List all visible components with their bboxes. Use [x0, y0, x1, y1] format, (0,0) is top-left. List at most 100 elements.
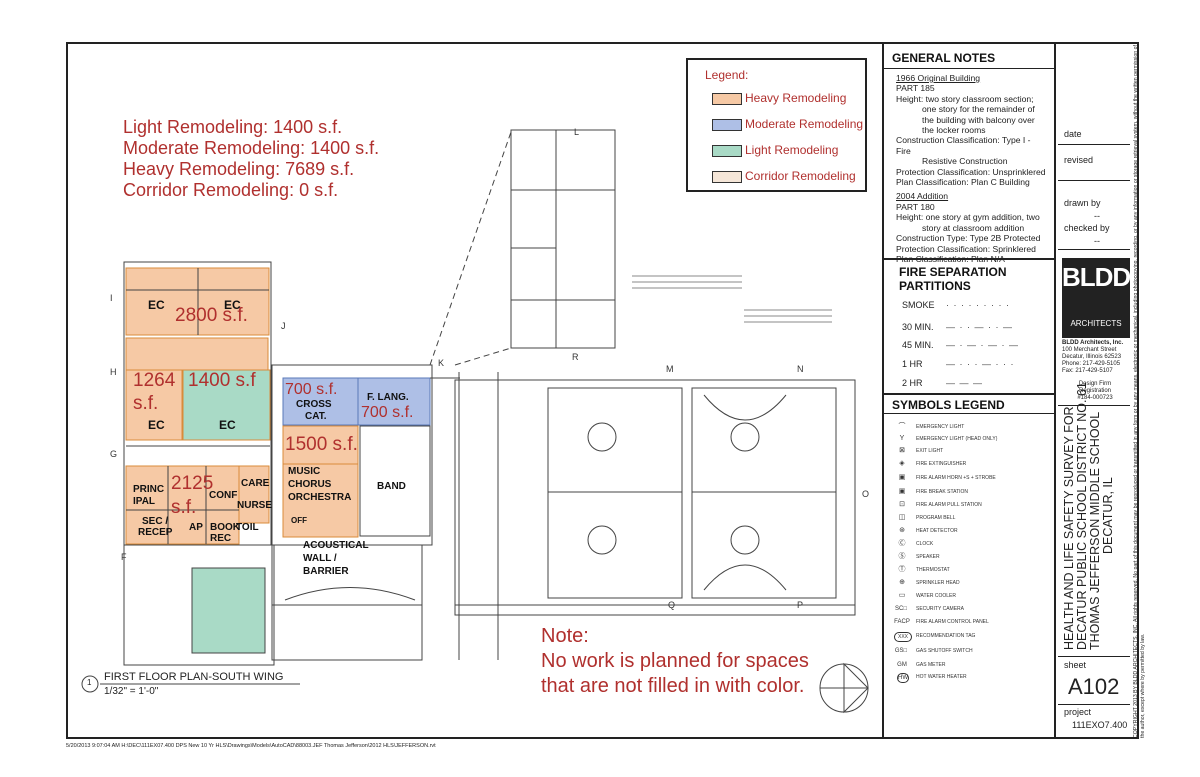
registration-line: Design Firm [1078, 381, 1112, 387]
fire-sep-2hr: 2 HR [902, 378, 923, 388]
symbol-label: WATER COOLER [916, 593, 957, 599]
area-2800: 2800 s.f. [175, 305, 248, 326]
room-music-b: CHORUS [288, 479, 332, 490]
summary-moderate: Moderate Remodeling: 1400 s.f. [123, 138, 380, 158]
room-book-b: REC [210, 533, 232, 544]
room-cross-b: CAT. [305, 411, 327, 422]
note-text: No work is planned for spaces that are n… [541, 650, 809, 697]
summary-corridor: Corridor Remodeling: 0 s.f. [123, 180, 339, 200]
fire-alarm-panel-icon: FACP [894, 619, 910, 625]
sheet-border [66, 42, 1139, 739]
firm-registration: Design Firm Registration #184-000723 [1068, 381, 1122, 402]
gas-meter-icon: GM [897, 662, 907, 668]
legend-title: Legend: [705, 68, 749, 82]
bldg2-head: 2004 Addition [896, 191, 949, 202]
fire-sep-45-line: — · — · — · — [946, 340, 1019, 350]
grid-mark-n: N [797, 364, 804, 374]
legend-heavy: Heavy Remodeling [745, 91, 847, 105]
fire-sep-1hr-line: — · · · — · · · [946, 359, 1015, 369]
firm-address: BLDD Architects, Inc. 100 Merchant Stree… [1062, 340, 1123, 375]
symbol-label: SECURITY CAMERA [916, 606, 964, 612]
symbol-label: HEAT DETECTOR [916, 528, 958, 534]
bldg1-line: Plan Classification: Plan C Building [896, 177, 1030, 188]
heavy-swatch [712, 93, 742, 105]
fire-alarm-horn-icon: ▣ [898, 474, 906, 481]
general-notes-body: 1966 Original Building PART 185 Height: … [896, 73, 1046, 264]
fire-sep-smoke: SMOKE [902, 300, 935, 310]
corridor-swatch [712, 171, 742, 183]
remodeling-legend: Legend: Heavy Remodeling Moderate Remode… [686, 58, 867, 192]
symbols-legend-title: SYMBOLS LEGEND [892, 398, 1005, 412]
revised-label: revised [1064, 155, 1094, 165]
moderate-swatch [712, 119, 742, 131]
heat-detector-icon: ⊛ [899, 527, 905, 534]
symbol-label: FIRE ALARM PULL STATION [916, 502, 982, 508]
checked-by-label: checked by [1064, 223, 1110, 233]
room-nurse: NURSE [237, 500, 273, 511]
thermostat-icon: Ⓣ [898, 566, 906, 573]
bldg2-line: story at classroom addition [922, 222, 1025, 233]
symbol-label: EMERGENCY LIGHT [916, 424, 965, 430]
divider-registration [1058, 405, 1130, 406]
acoustical-wall-c: BARRIER [303, 566, 349, 577]
area-2125-b: s.f. [171, 497, 197, 518]
bldg2-line: Protection Classification: Sprinklered [896, 243, 1036, 254]
fire-sep-title-a: FIRE SEPARATION [899, 265, 1007, 279]
bldg1-line: Protection Classification: Unsprinklered [896, 166, 1046, 177]
general-notes-title: GENERAL NOTES [892, 51, 996, 65]
title-block-divider [882, 42, 884, 739]
program-bell-icon: ◫ [898, 514, 906, 521]
legend-corridor: Corridor Remodeling [745, 169, 856, 183]
room-f-lang: F. LANG. [367, 392, 409, 403]
divider-revised [1058, 180, 1130, 181]
clock-icon: Ⓒ [898, 540, 906, 547]
grid-mark-i: I [110, 293, 113, 303]
room-principal-a: PRINC [133, 484, 165, 495]
divider-symbols [882, 393, 1054, 395]
firm-logo: BLDD ARCHITECTS [1062, 258, 1131, 338]
emergency-light-icon: ⌒ [898, 423, 906, 430]
area-1500: 1500 s.f. [285, 434, 358, 455]
grid-mark-k: K [438, 358, 445, 368]
room-book-a: BOOK [210, 522, 240, 533]
room-ec-1: EC [148, 298, 165, 312]
divider-checked [1058, 249, 1130, 250]
room-ap: AP [189, 522, 203, 533]
bldg1-line: PART 185 [896, 83, 935, 94]
symbol-label: FIRE ALARM HORN +S + STROBE [916, 475, 996, 481]
fire-extinguisher-icon: ◈ [899, 460, 905, 467]
firm-line: 100 Merchant Street [1062, 347, 1117, 353]
legend-light: Light Remodeling [745, 143, 839, 157]
divider-date [1058, 144, 1130, 145]
symbol-label: FIRE EXTINGUISHER [916, 461, 967, 467]
emergency-light-head-icon: Y [899, 435, 905, 442]
bldg2-line: Height: one story at gym addition, two [896, 212, 1040, 223]
file-path-footer: 5/20/2013 9:07:04 AM H:\DEC\111EX07.400 … [66, 743, 436, 749]
symbol-label: EXIT LIGHT [916, 448, 944, 454]
firm-logo-text: BLDD [1062, 262, 1131, 292]
symbol-label: SPEAKER [916, 554, 940, 560]
room-band: BAND [377, 481, 406, 492]
registration-line: Registration [1078, 388, 1111, 394]
drawing-scale: 1/32" = 1'-0" [104, 686, 159, 697]
divider-symbols-2 [882, 413, 1054, 414]
date-label: date [1064, 129, 1082, 139]
room-sec-a: SEC / [142, 516, 169, 527]
area-1264-b: s.f. [133, 393, 159, 414]
room-principal-b: IPAL [133, 496, 156, 507]
grid-mark-q: Q [668, 600, 676, 610]
divider-gn [882, 68, 1054, 69]
water-cooler-icon: ▭ [898, 592, 906, 599]
fire-sep-30-line: — · · — · · — [946, 322, 1013, 332]
firm-line: Decatur, Illinois 62523 [1062, 354, 1122, 360]
bldg2-line: Plan Classification: Plan N/A [896, 253, 1005, 264]
legend-moderate: Moderate Remodeling [745, 117, 864, 131]
copyright-notice: COPYRIGHT 2013 BY BLDD ARCHITECTS, INC. … [1133, 45, 1146, 738]
project-label: project [1064, 707, 1092, 717]
fire-sep-45: 45 MIN. [902, 340, 934, 350]
acoustical-wall-a: ACOUSTICAL [303, 540, 369, 551]
exit-light-icon: ⊠ [899, 447, 905, 454]
grid-mark-f: F [121, 552, 127, 562]
bldg2-line: Construction Type: Type 2B Protected [896, 233, 1041, 244]
room-ec-2: EC [224, 298, 241, 312]
